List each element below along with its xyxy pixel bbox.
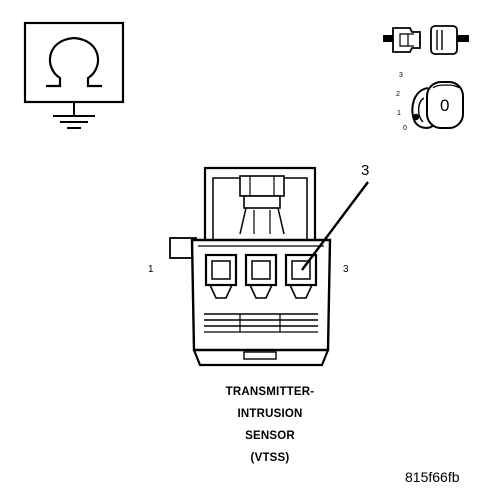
ignition-position-1: 1 bbox=[397, 110, 401, 117]
caption-line-2: INTRUSION bbox=[237, 408, 303, 420]
pin-label-left: 1 bbox=[148, 264, 154, 275]
figure-id: 815f66fb bbox=[405, 469, 460, 485]
ignition-key-value: 0 bbox=[440, 96, 450, 115]
pin-callout-label: 3 bbox=[361, 162, 370, 179]
ignition-key-icon bbox=[411, 81, 464, 129]
ignition-position-0: 0 bbox=[403, 125, 407, 132]
caption-line-3: SENSOR bbox=[245, 430, 295, 442]
disconnected-connector-icon bbox=[383, 25, 469, 55]
ignition-position-2: 2 bbox=[396, 91, 400, 98]
caption-line-4: (VTSS) bbox=[250, 452, 290, 464]
pin-label-right: 3 bbox=[343, 264, 349, 275]
sensor-connector-drawing bbox=[169, 166, 369, 367]
ohm-ground-icon bbox=[23, 21, 125, 129]
ignition-position-3: 3 bbox=[399, 72, 403, 79]
caption-line-1: TRANSMITTER- bbox=[225, 386, 315, 398]
